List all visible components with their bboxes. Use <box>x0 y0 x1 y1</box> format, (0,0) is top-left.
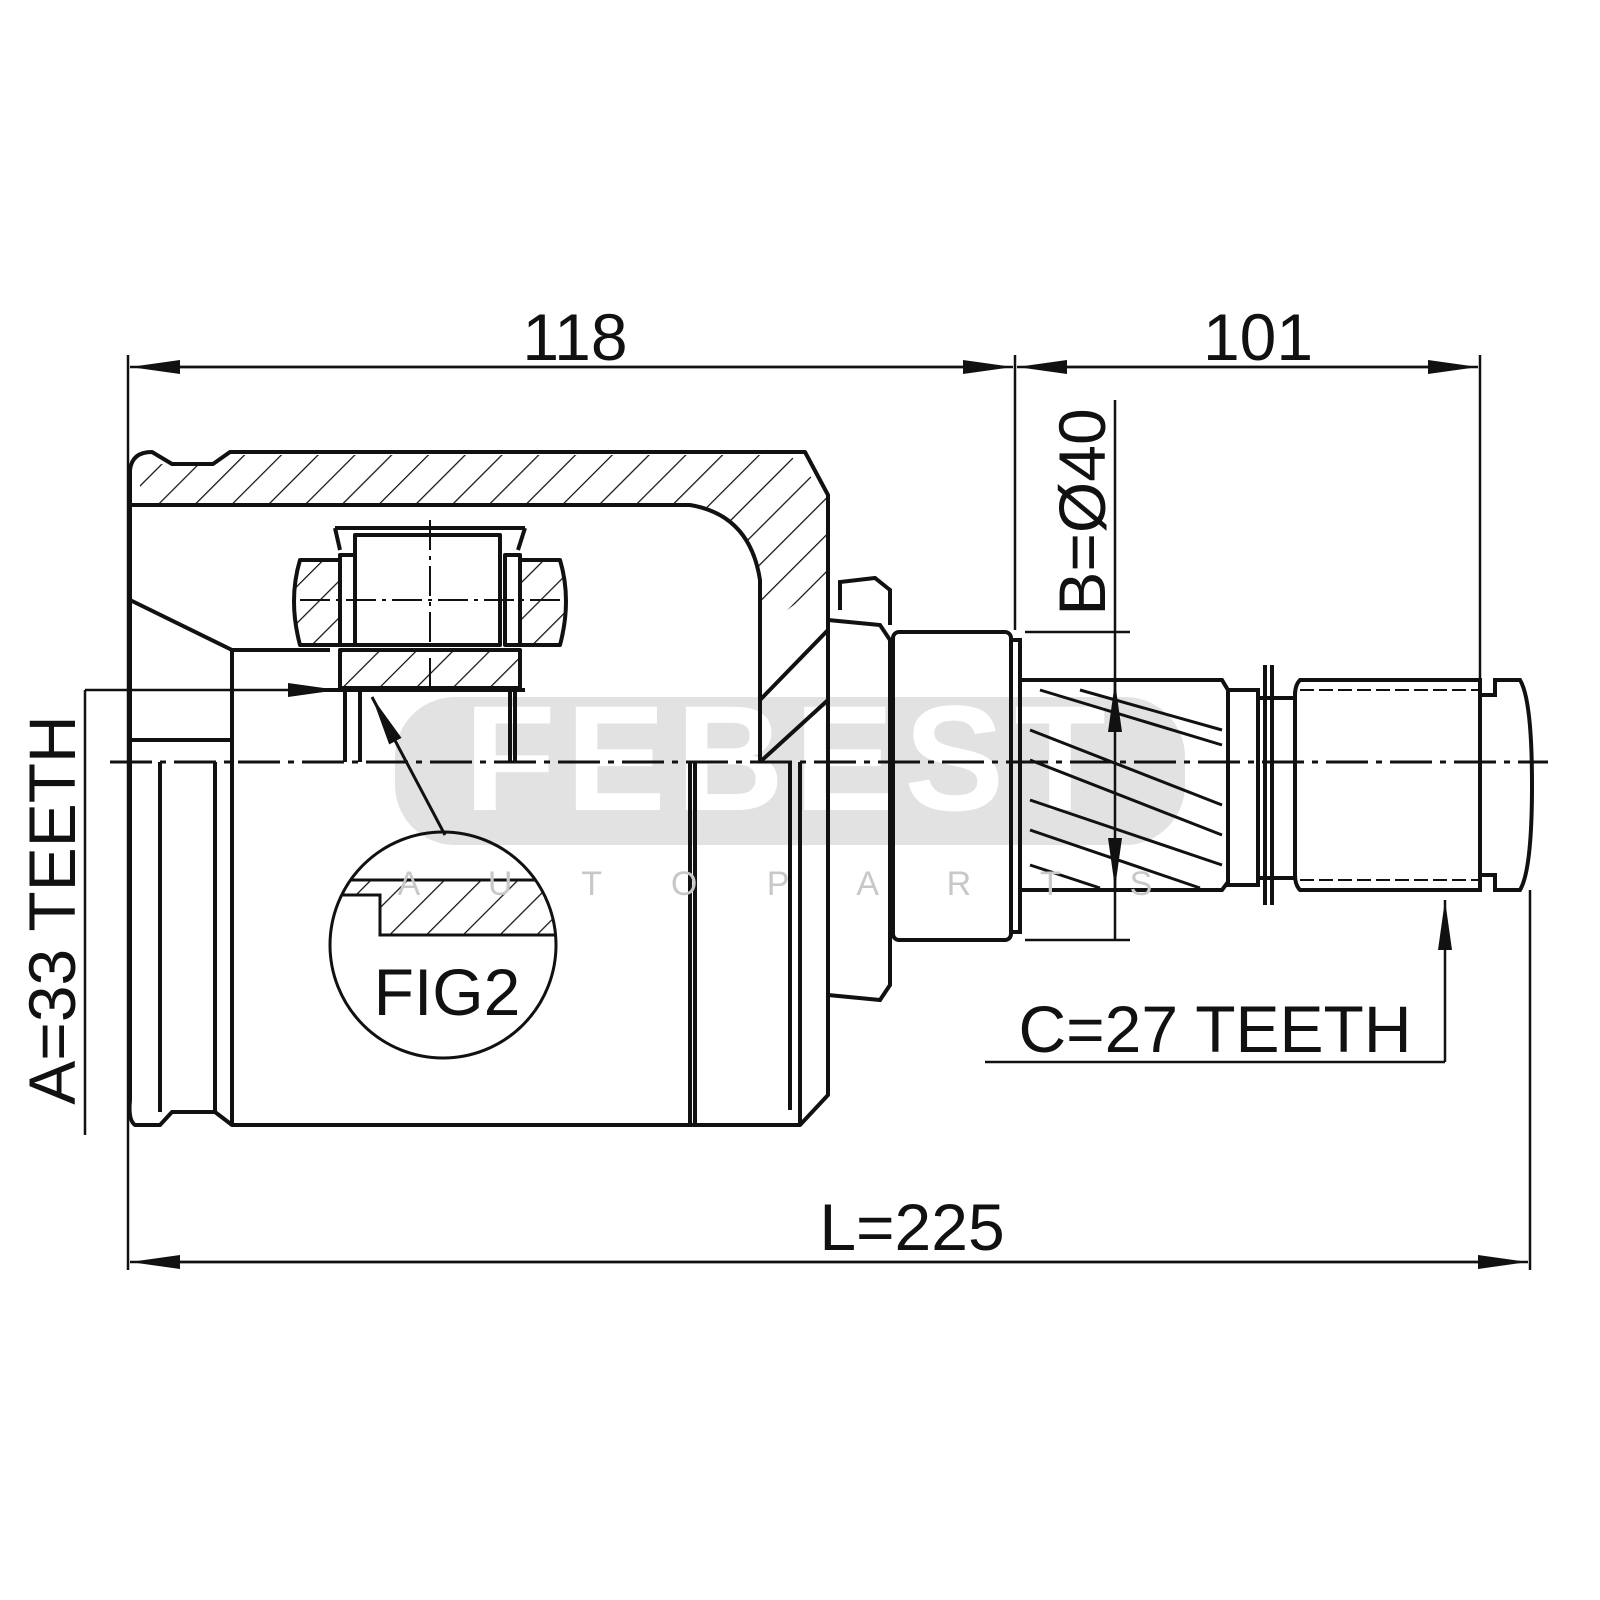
fig2-label: FIG2 <box>374 955 521 1029</box>
shaft <box>827 575 1535 1003</box>
housing <box>127 450 830 1127</box>
dimension-inner-teeth: A=33 TEETH <box>15 715 89 1104</box>
fig2-detail: FIG2 <box>328 696 558 1060</box>
dimension-101: 101 <box>1203 300 1313 374</box>
dimensions <box>83 355 1532 1270</box>
dimension-length: L=225 <box>819 1190 1004 1264</box>
dimension-118: 118 <box>522 300 627 374</box>
watermark-brand: FEBEST <box>464 674 1116 842</box>
watermark-tagline: A U T O P A R T S <box>398 865 1183 903</box>
dimension-diameter: B=Ø40 <box>1045 408 1119 615</box>
dimension-outer-teeth: C=27 TEETH <box>1018 992 1411 1066</box>
